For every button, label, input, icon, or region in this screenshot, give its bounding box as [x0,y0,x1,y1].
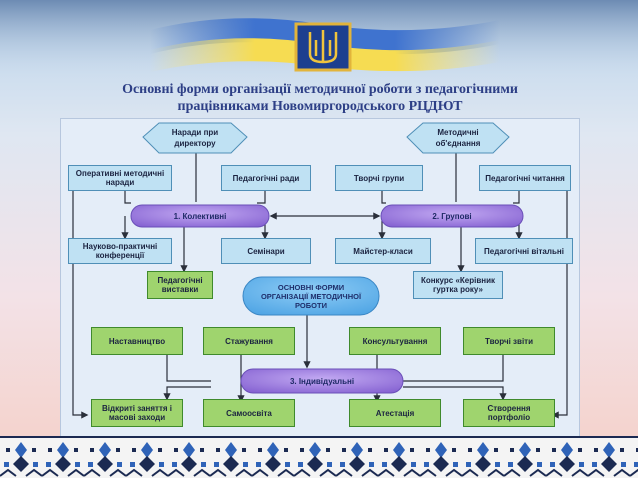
hexagon-left-line-2: директору [174,139,216,148]
trident-emblem-icon [294,22,352,72]
box-internship: Стажування [203,327,295,355]
box-creative-reports: Творчі звіти [463,327,555,355]
central-node-label: ОСНОВНІ ФОРМИ ОРГАНІЗАЦІЇ МЕТОДИЧНОЇ РОБ… [260,282,362,310]
box-open-lessons: Відкриті заняття і масові заходи [91,399,183,427]
box-self-education: Самоосвіта [203,399,295,427]
hexagon-right-line-2: об'єднання [436,139,481,148]
box-portfolio: Створення портфоліо [463,399,555,427]
box-ped-readings: Педагогічні читання [479,165,571,191]
box-master-classes: Майстер-класи [335,238,431,264]
diagram-board: Наради при директору Методичні об'єднанн… [60,118,580,438]
oval-individual-label: 3. Індивідуальні [289,376,355,386]
box-ped-lounges: Педагогічні вітальні [475,238,573,264]
box-conferences: Науково-практичні конференції [68,238,172,264]
box-ped-councils: Педагогічні ради [221,165,311,191]
oval-collective-shape [130,204,270,228]
box-operative-meetings: Оперативні методичні наради [68,165,172,191]
oval-individual-shape [240,368,404,394]
box-creative-groups: Творчі групи [335,165,423,191]
oval-group-shape [380,204,524,228]
box-ped-exhibitions: Педагогічні виставки [147,271,213,299]
hexagon-left-line-1: Наради при [172,128,219,137]
central-node-shape [242,276,380,316]
hexagon-right-shape [406,122,510,154]
hexagon-right-line-1: Методичні [437,128,478,137]
box-attestation: Атестація [349,399,441,427]
page-title: Основні форми організації методичної роб… [70,81,570,115]
flag-banner [0,0,638,78]
box-consulting: Консультування [349,327,441,355]
oval-collective-label: 1. Колективні [173,211,227,221]
embroidery-ornament-border [0,436,638,478]
title-line-2: працівниками Новомиргородського РЦДЮТ [177,99,463,114]
oval-group-label: 2. Групові [432,211,472,221]
box-contest: Конкурс «Керівник гуртка року» [413,271,503,299]
box-seminars: Семінари [221,238,311,264]
connector-lines: Наради при директору Методичні об'єднанн… [72,122,568,419]
title-line-1: Основні форми організації методичної роб… [122,82,518,97]
hexagon-left-shape [142,122,248,154]
box-mentoring: Наставництво [91,327,183,355]
